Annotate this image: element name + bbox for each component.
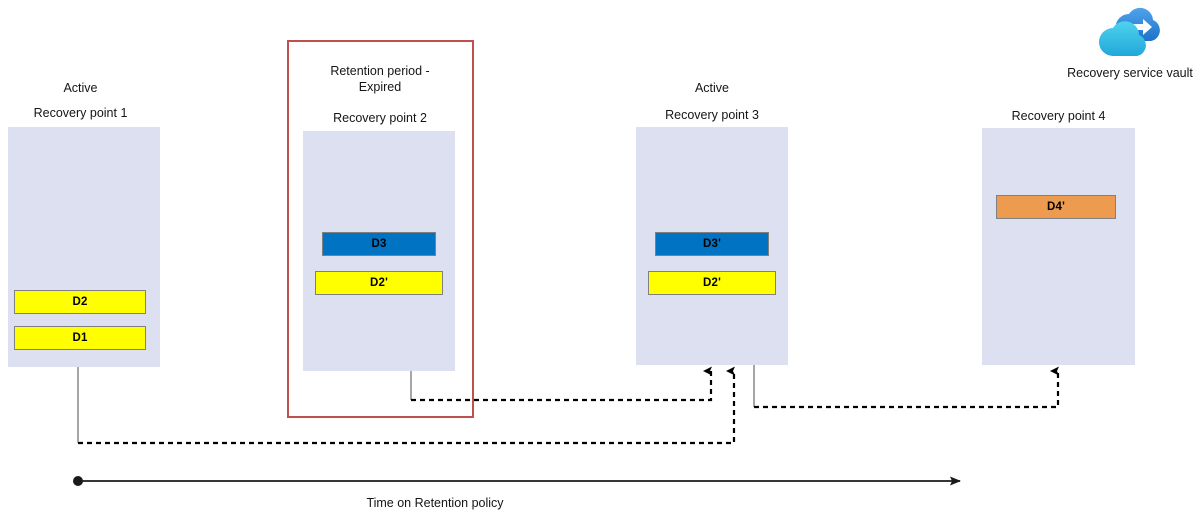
rp3-block-d3prime: D3' bbox=[655, 232, 769, 256]
rp3-title: Recovery point 3 bbox=[665, 108, 759, 122]
rp2-block-d3: D3 bbox=[322, 232, 436, 256]
recovery-service-vault-label: Recovery service vault bbox=[1067, 66, 1193, 80]
rp2-title: Recovery point 2 bbox=[333, 111, 427, 125]
rp2-status-label: Retention period - Expired bbox=[330, 64, 430, 94]
rp1-block-d1-label: D1 bbox=[72, 332, 88, 344]
rp1-block-d2-label: D2 bbox=[72, 296, 88, 308]
rp1-status-label: Active bbox=[63, 81, 98, 95]
recovery-services-vault-icon bbox=[1085, 2, 1175, 66]
rp4-block-d4prime-label: D4' bbox=[1046, 201, 1066, 213]
rp4-block-d4prime: D4' bbox=[996, 195, 1116, 219]
rp1-block-d1: D1 bbox=[14, 326, 146, 350]
rp2-block-d2prime-label: D2' bbox=[369, 277, 389, 289]
rp2-block-d2prime: D2' bbox=[315, 271, 443, 295]
time-axis-label: Time on Retention policy bbox=[366, 496, 504, 510]
time-axis bbox=[73, 476, 961, 486]
rp4-title: Recovery point 4 bbox=[1011, 109, 1106, 123]
rp2-block-d3-label: D3 bbox=[371, 238, 387, 250]
rp3-status-label: Active bbox=[694, 81, 730, 95]
connector-rp3-to-rp4 bbox=[753, 365, 1060, 409]
rp3-block-d2prime-label: D2' bbox=[702, 277, 722, 289]
rp3-block-d2prime: D2' bbox=[648, 271, 776, 295]
rp1-block-d2: D2 bbox=[14, 290, 146, 314]
rp1-title: Recovery point 1 bbox=[33, 106, 128, 120]
rp3-block-d3prime-label: D3' bbox=[702, 238, 722, 250]
rp4-column bbox=[982, 128, 1135, 365]
